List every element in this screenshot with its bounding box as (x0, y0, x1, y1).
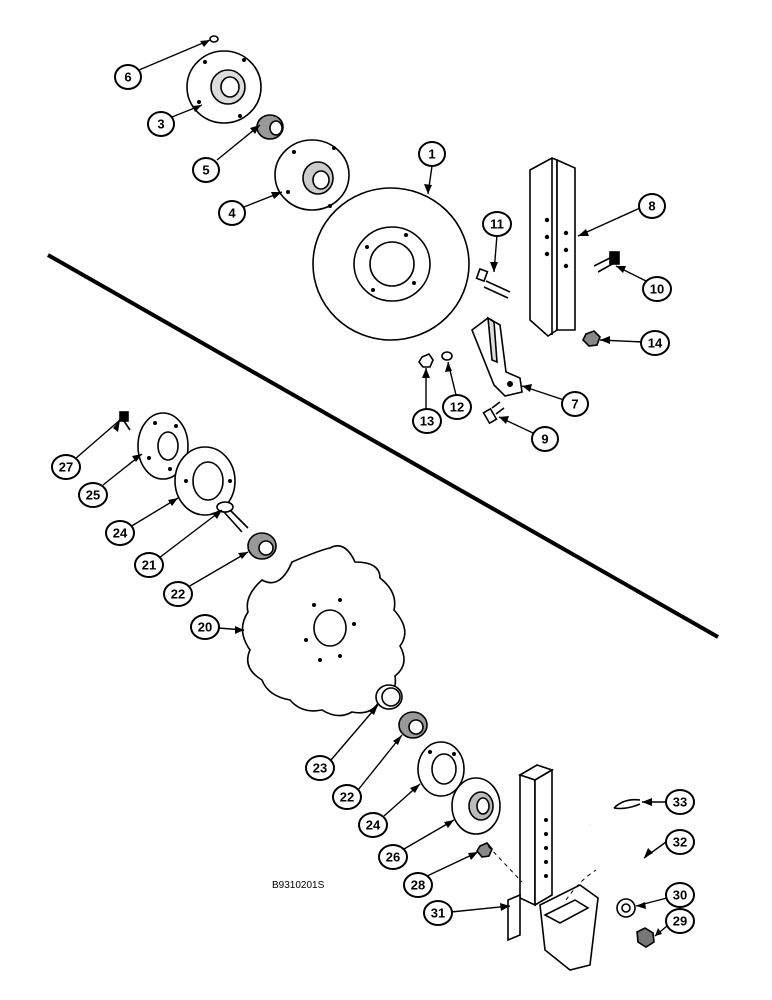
svg-text:23: 23 (313, 761, 327, 776)
svg-text:13: 13 (420, 414, 434, 429)
part-23-spacer-ring (375, 684, 403, 710)
callout-4: 4 (218, 200, 246, 226)
part-26-hub (451, 777, 501, 835)
callout-24-upper: 24 (105, 520, 135, 546)
svg-text:22: 22 (340, 790, 354, 805)
part-27-bolt (119, 411, 131, 431)
figure-code: B9310201S (272, 880, 325, 891)
svg-text:33: 33 (673, 795, 687, 810)
part-13-nut (418, 353, 434, 368)
part-22-bearing-lower (398, 711, 428, 739)
callout-29: 29 (665, 908, 695, 934)
part-6-pin (209, 35, 219, 43)
callout-3: 3 (147, 111, 175, 137)
callout-1: 1 (418, 141, 446, 167)
callout-32: 32 (665, 829, 695, 855)
leader-lines (74, 39, 668, 937)
svg-text:29: 29 (673, 914, 687, 929)
part-25-flange (137, 412, 189, 480)
part-32-handle-rod (589, 823, 645, 886)
svg-text:6: 6 (124, 70, 131, 85)
callout-21: 21 (134, 552, 164, 578)
part-20-notched-disc (241, 545, 406, 717)
callout-6: 6 (114, 64, 142, 90)
svg-text:32: 32 (673, 835, 687, 850)
svg-text:9: 9 (541, 432, 548, 447)
section-divider-line (47, 253, 719, 639)
callout-11: 11 (482, 211, 512, 237)
assembly-dashed-lines (487, 845, 597, 901)
svg-text:30: 30 (673, 888, 687, 903)
svg-text:22: 22 (171, 587, 185, 602)
part-28-nut (476, 842, 493, 858)
callout-12: 12 (442, 394, 472, 420)
callout-10: 10 (642, 276, 672, 302)
part-4-hub-flange (274, 139, 350, 211)
svg-text:12: 12 (450, 400, 464, 415)
callout-25: 25 (78, 482, 108, 508)
svg-text:10: 10 (650, 282, 664, 297)
callout-9: 9 (531, 426, 559, 452)
leader-arrowheads (113, 40, 662, 936)
callout-30: 30 (665, 882, 695, 908)
part-9-bolt (482, 401, 505, 425)
part-5-bearing (256, 114, 284, 140)
part-10-bolt (593, 251, 620, 273)
svg-text:24: 24 (366, 818, 381, 833)
svg-text:25: 25 (86, 488, 100, 503)
svg-text:7: 7 (571, 397, 578, 412)
callout-5: 5 (192, 157, 220, 183)
svg-text:20: 20 (198, 620, 212, 635)
part-30-washer (616, 898, 636, 918)
svg-text:28: 28 (411, 878, 425, 893)
svg-text:21: 21 (142, 558, 156, 573)
svg-text:24: 24 (113, 526, 128, 541)
part-1-disc-blade (312, 187, 470, 341)
svg-text:1: 1 (428, 147, 435, 162)
part-3-hub-flange (186, 50, 262, 124)
part-11-bolt (475, 267, 511, 299)
callout-14: 14 (640, 330, 670, 356)
svg-text:14: 14 (648, 336, 663, 351)
callout-13: 13 (412, 408, 442, 434)
callout-33: 33 (665, 789, 695, 815)
part-31-square-tube-standard (507, 764, 599, 971)
part-33-hair-pin (613, 798, 641, 810)
svg-text:31: 31 (431, 906, 445, 921)
part-22-bearing-upper (247, 532, 277, 560)
svg-text:8: 8 (648, 199, 655, 214)
callout-20: 20 (190, 614, 220, 640)
callout-24-lower: 24 (358, 812, 388, 838)
svg-text:11: 11 (490, 217, 504, 232)
part-14-nut (582, 330, 601, 347)
part-24-flange-lower (417, 741, 465, 797)
part-7-clamp-bracket (471, 316, 523, 397)
callout-27: 27 (51, 454, 81, 480)
svg-text:26: 26 (386, 850, 400, 865)
callout-28: 28 (403, 872, 433, 898)
callout-23: 23 (305, 755, 335, 781)
svg-text:27: 27 (59, 460, 73, 475)
part-21-axle-bolt (216, 501, 249, 533)
callout-8: 8 (638, 193, 666, 219)
part-29-nut (636, 927, 655, 948)
callout-22-upper: 22 (163, 581, 193, 607)
callout-26: 26 (378, 844, 408, 870)
svg-text:5: 5 (202, 163, 209, 178)
callout-31: 31 (423, 900, 453, 926)
callout-7: 7 (561, 391, 589, 417)
part-8-channel-bracket (529, 157, 576, 338)
svg-text:4: 4 (228, 206, 236, 221)
svg-text:3: 3 (157, 117, 164, 132)
part-12-lock-washer (441, 351, 453, 361)
callout-22-lower: 22 (332, 784, 362, 810)
part-24-flange-upper (174, 446, 236, 516)
